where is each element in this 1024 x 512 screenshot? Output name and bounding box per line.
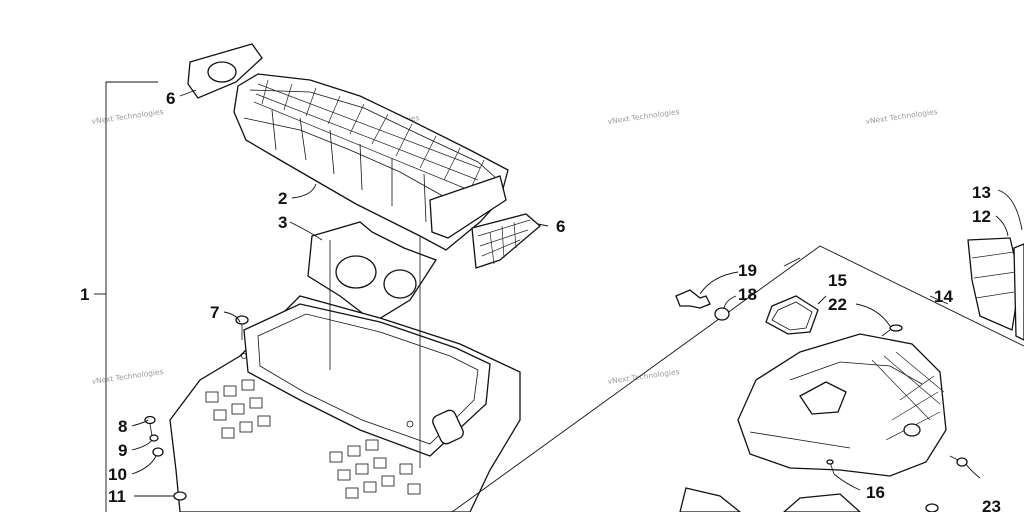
callout-8: 8 [118,417,127,436]
watermark: vNext Technologies [91,367,164,386]
leader-lines [131,89,1023,497]
callout-7: 7 [210,303,219,322]
callout-6-right: 6 [556,217,565,236]
callout-11: 11 [108,487,126,506]
callout-1: 1 [80,285,89,304]
watermarks: vNext Technologies vNext Technologies vN… [91,107,938,390]
screw-23 [949,455,968,467]
callout-22: 22 [828,295,847,314]
intake-silencer [233,73,509,251]
callout-3: 3 [278,213,287,232]
base-plate [169,290,521,512]
gasket-right [471,213,542,269]
callout-12: 12 [972,207,991,226]
gasket-left [187,43,263,99]
watermark: vNext Technologies [91,107,164,126]
intake-boot [307,221,437,323]
callout-labels: 1 2 3 6 6 7 8 9 10 11 12 13 14 15 16 18 … [80,89,1001,512]
callout-14: 14 [934,287,953,306]
screw-16 [679,459,939,512]
seal-gasket [765,295,819,335]
callout-18: 18 [738,285,757,304]
callout-9: 9 [118,441,127,460]
watermark: vNext Technologies [607,107,680,126]
callout-16: 16 [866,483,885,502]
filter-panels [967,237,1024,341]
callout-10: 10 [108,465,127,484]
callout-15: 15 [828,271,847,290]
watermark: vNext Technologies [607,367,680,386]
airbox-housing [737,333,947,477]
callout-6-left: 6 [166,89,175,108]
push-rivet [235,315,249,340]
watermark: vNext Technologies [865,107,938,126]
assembly-bracket [94,81,158,512]
callout-2: 2 [278,189,287,208]
right-panel-outline [451,245,1024,512]
callout-19: 19 [738,261,757,280]
elbow-grommet [675,289,730,321]
fasteners-left [144,415,187,501]
screw-22 [881,324,903,337]
callout-13: 13 [972,183,991,202]
callout-23: 23 [982,497,1001,512]
